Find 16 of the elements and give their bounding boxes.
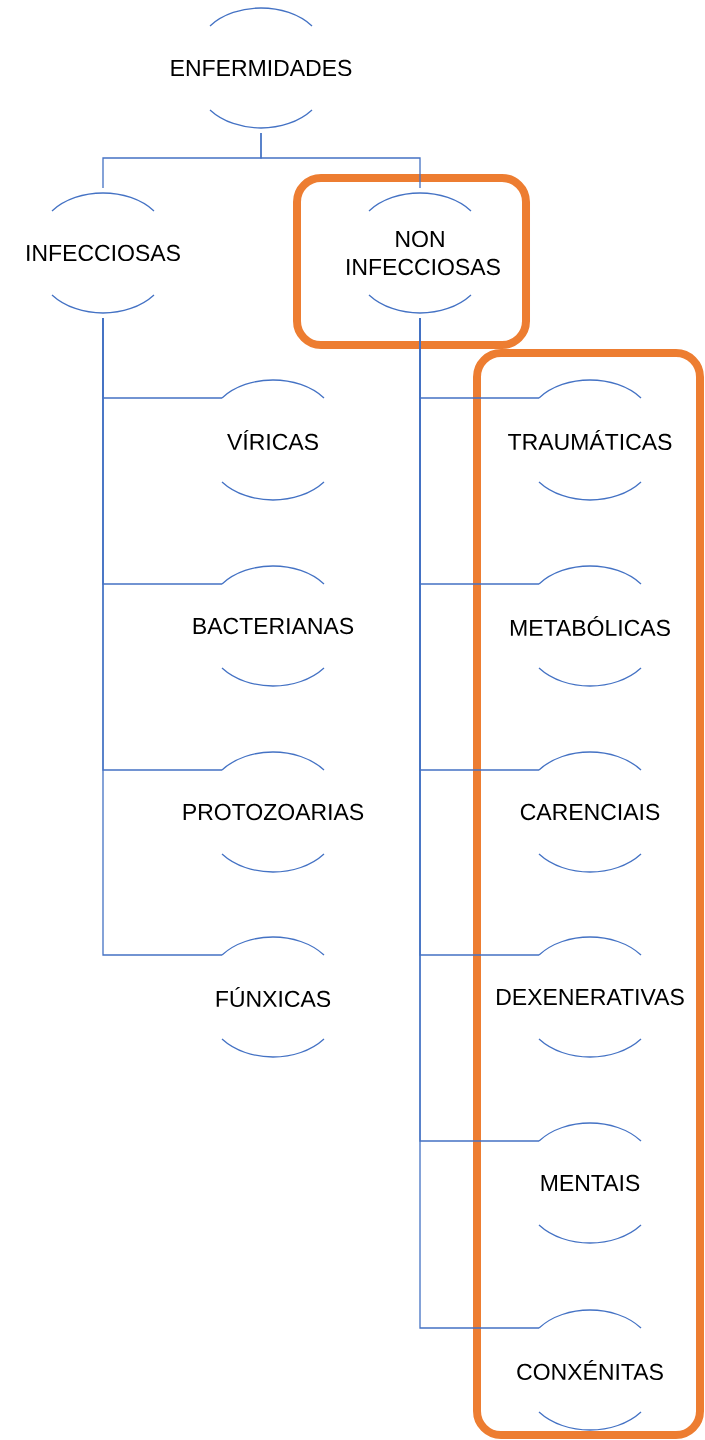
connector xyxy=(102,317,223,956)
node-label: TRAUMÁTICAS xyxy=(508,429,672,451)
node-label: CARENCIAIS xyxy=(520,803,660,821)
node-label: CONXÉNITAS xyxy=(517,1359,663,1381)
node-label: DEXENERATIVAS xyxy=(497,988,684,1006)
node-label: ENFERMIDADES xyxy=(171,59,352,77)
node-label: BACTERIANAS xyxy=(193,617,354,635)
connector xyxy=(260,132,421,189)
node-label: VÍRICAS xyxy=(227,429,318,451)
node-label: INFECCIOSAS xyxy=(27,244,180,262)
node-label: FÚNXICAS xyxy=(216,986,331,1008)
node-label: METABÓLICAS xyxy=(510,615,670,637)
node-label: MENTAIS xyxy=(541,1174,640,1192)
node-label: PROTOZOARIAS xyxy=(183,803,364,821)
connector xyxy=(419,317,540,1329)
node-label: NON INFECCIOSAS xyxy=(347,230,500,276)
